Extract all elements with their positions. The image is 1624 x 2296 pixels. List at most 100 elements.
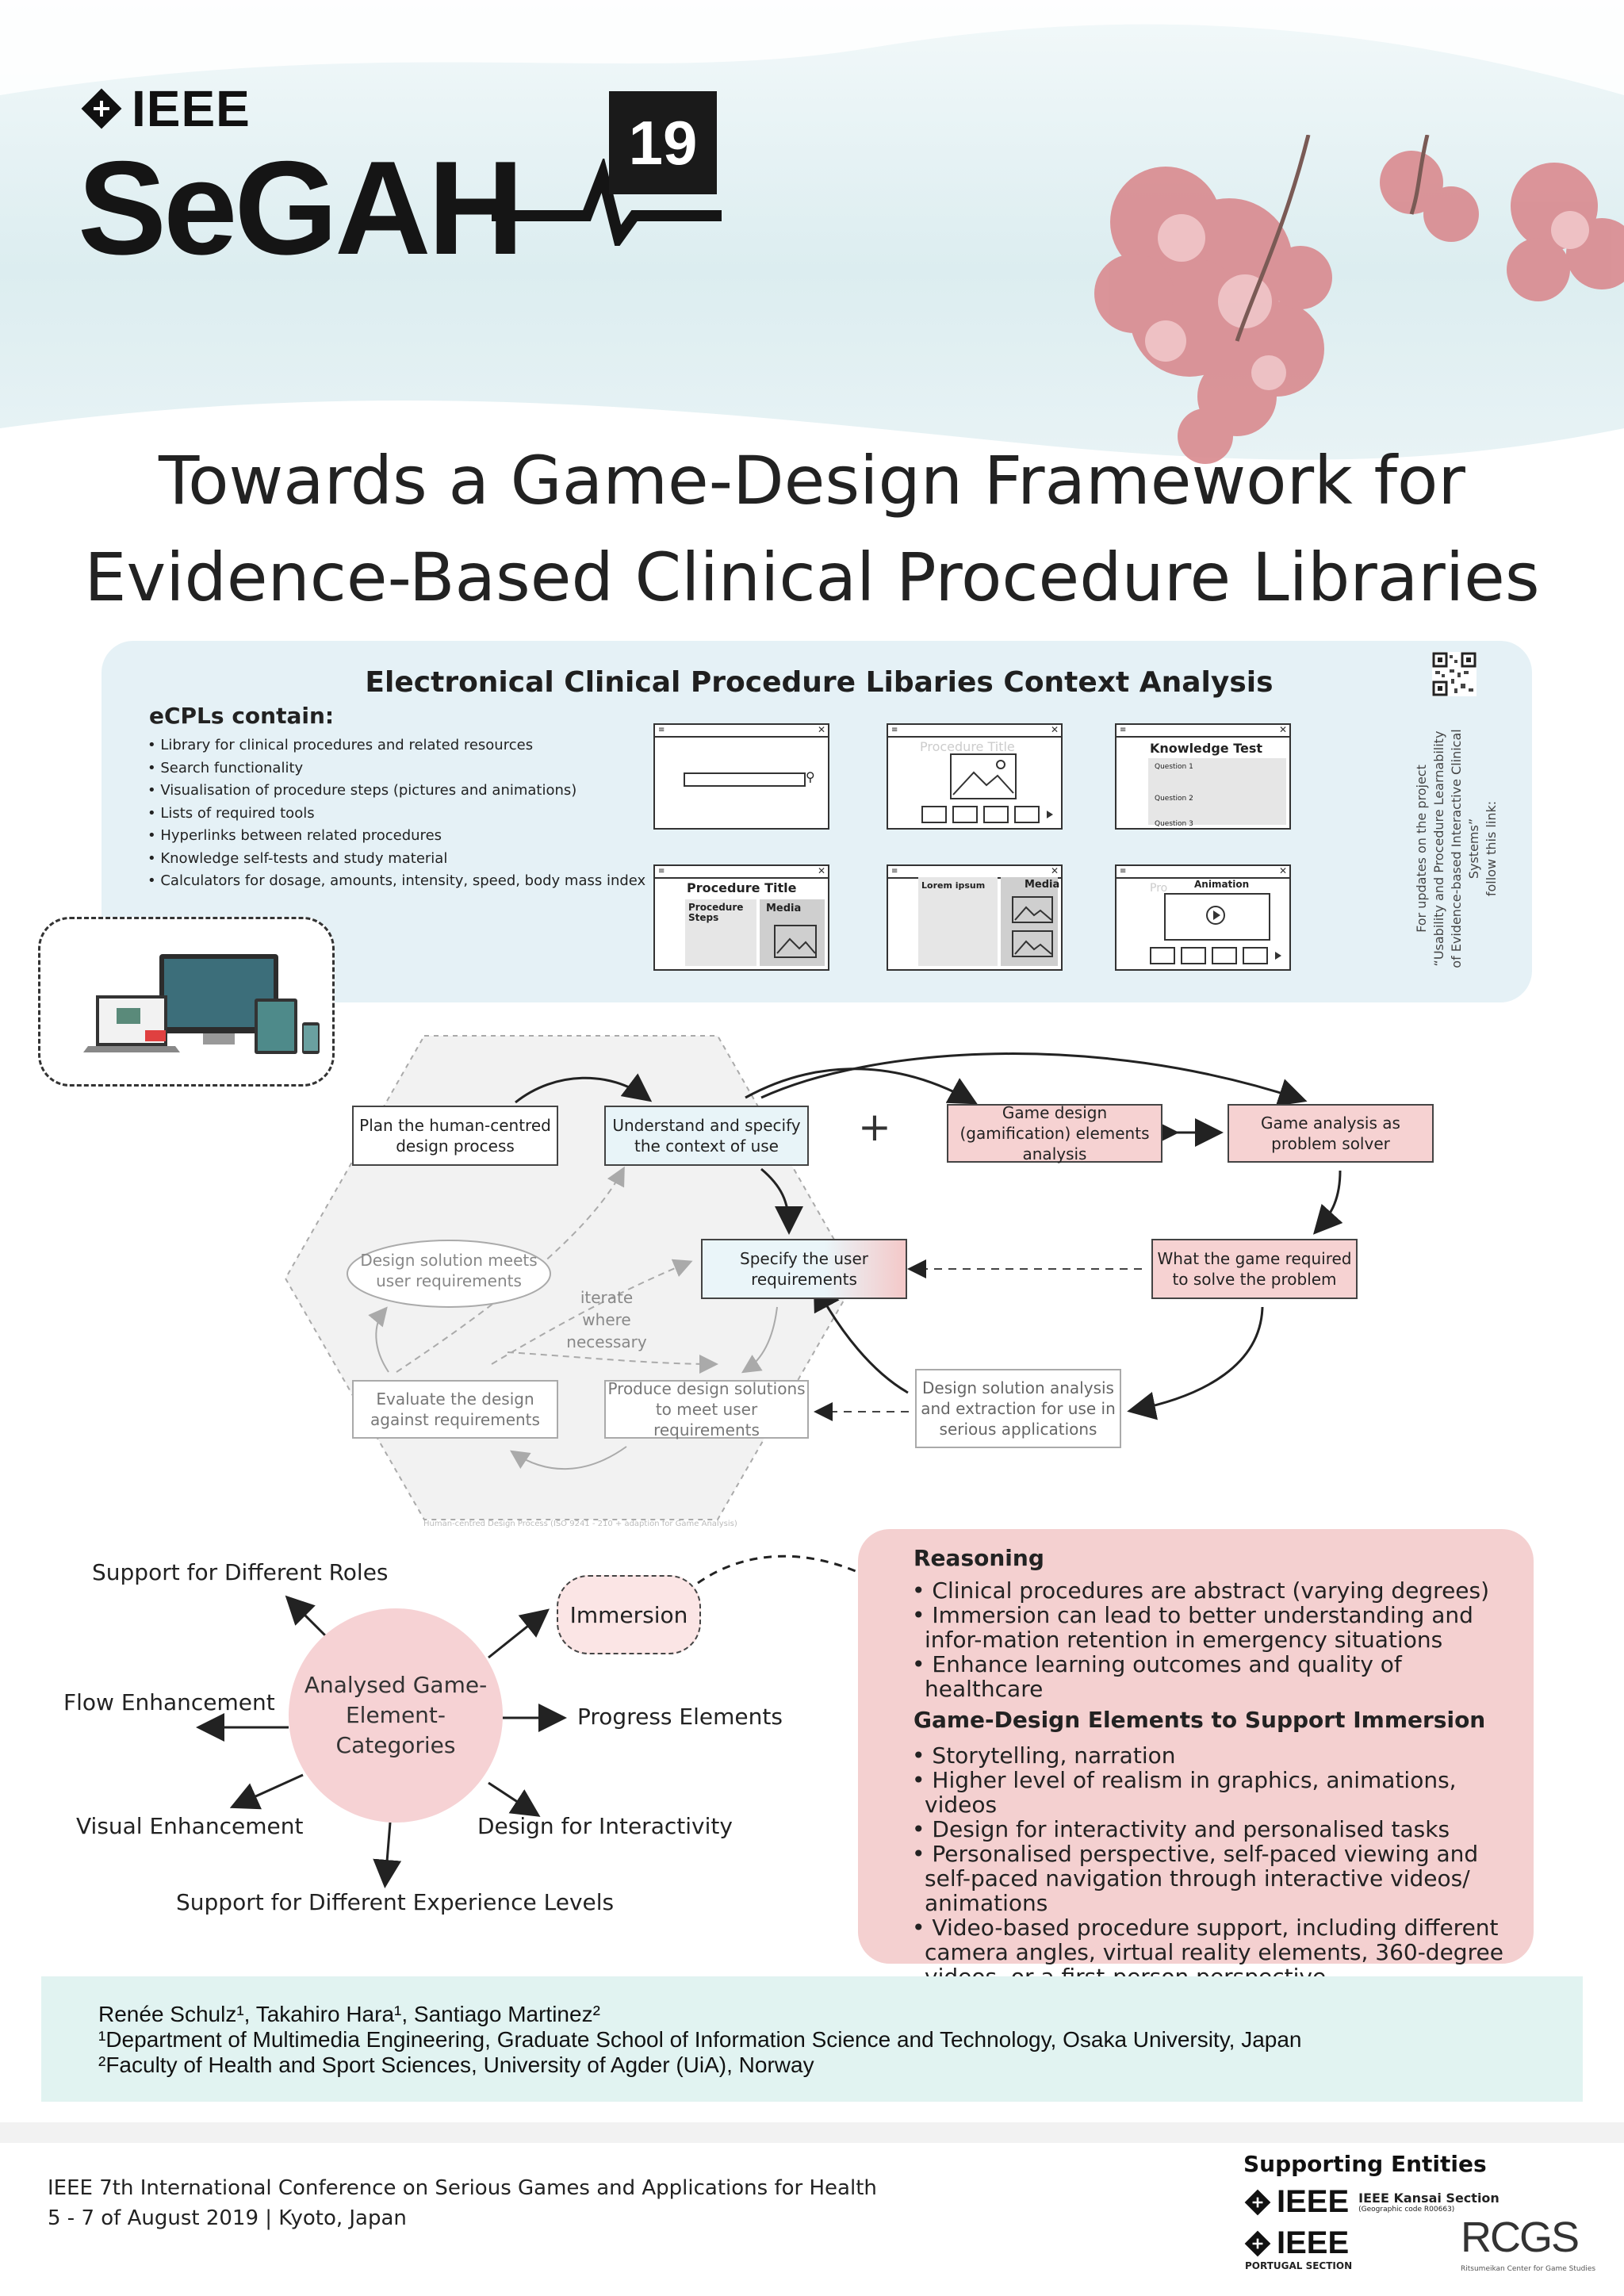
category-progress: Progress Elements bbox=[577, 1704, 783, 1730]
conference-date-place: 5 - 7 of August 2019 | Kyoto, Japan bbox=[48, 2206, 407, 2230]
menu-icon: ≡ bbox=[1120, 867, 1127, 876]
kansai-section-label: IEEE Kansai Section bbox=[1358, 2191, 1500, 2206]
arrow-plan-to-understand bbox=[515, 1073, 653, 1104]
list-item: Visualisation of procedure steps (pictur… bbox=[147, 780, 645, 803]
menu-icon: ≡ bbox=[1120, 726, 1127, 734]
node-specify: Specify the user requirements bbox=[701, 1239, 907, 1299]
list-item: Design for interactivity and personalise… bbox=[912, 1817, 1515, 1842]
node-understand: Understand and specify the context of us… bbox=[604, 1106, 809, 1166]
kansai-code-label: (Geographic code R00663) bbox=[1358, 2206, 1455, 2214]
list-item: Storytelling, narration bbox=[912, 1743, 1515, 1768]
wireframe-lorem-media: ≡ ✕ Lorem ipsum Media bbox=[887, 864, 1063, 971]
affiliation-1: ¹Department of Multimedia Engineering, G… bbox=[98, 2027, 1302, 2052]
hero-banner bbox=[0, 0, 1624, 492]
reasoning-list: Clinical procedures are abstract (varyin… bbox=[912, 1578, 1515, 1701]
procedure-title-label: Procedure Title bbox=[687, 880, 797, 895]
knowledge-test-label: Knowledge Test bbox=[1150, 741, 1263, 756]
iterate-label: iterate where necessary bbox=[566, 1288, 647, 1351]
ieee-kansai-logo: IEEE IEEE Kansai Section (Geographic cod… bbox=[1243, 2184, 1500, 2220]
list-item: Immersion can lead to better understandi… bbox=[912, 1603, 1515, 1652]
close-icon: ✕ bbox=[817, 724, 826, 735]
node-produce: Produce design solutions to meet user re… bbox=[604, 1379, 809, 1439]
node-game-required: What the game required to solve the prob… bbox=[1151, 1239, 1358, 1299]
thumbnail-strip-icon bbox=[1150, 947, 1281, 964]
arrow-to-experience bbox=[373, 1822, 402, 1888]
supporting-entities-heading: Supporting Entities bbox=[1243, 2151, 1487, 2177]
arrow-evaluate-to-meets bbox=[368, 1306, 389, 1373]
question-label: Question 1 bbox=[1155, 763, 1193, 771]
arrow-understand-to-specify bbox=[760, 1167, 803, 1235]
image-placeholder-icon bbox=[774, 925, 817, 958]
animation-label: Animation bbox=[1194, 879, 1250, 890]
lorem-label: Lorem ipsum bbox=[921, 880, 986, 891]
ieee-logo-text: IEEE bbox=[1277, 2225, 1350, 2260]
menu-icon: ≡ bbox=[658, 726, 665, 734]
portugal-section-label: PORTUGAL SECTION bbox=[1245, 2260, 1353, 2271]
procedure-steps-label: Procedure Steps bbox=[688, 902, 744, 923]
qr-code-icon[interactable] bbox=[1432, 652, 1477, 696]
wireframe-procedure-faded: ≡✕ Procedure Title bbox=[887, 723, 1063, 830]
year-badge: 19 bbox=[609, 91, 717, 194]
list-item: Search functionality bbox=[147, 757, 645, 780]
immersion-elements-list: Storytelling, narration Higher level of … bbox=[912, 1743, 1515, 1989]
media-label: Media bbox=[766, 903, 802, 914]
node-plan: Plan the human-centred design process bbox=[352, 1106, 558, 1166]
node-solution-analysis: Design solution analysis and extraction … bbox=[915, 1369, 1121, 1448]
arrow-understand-to-gamedesign bbox=[745, 1068, 978, 1105]
project-update-note: For updates on the project “Usability an… bbox=[1413, 714, 1500, 983]
ecpl-feature-list: Library for clinical procedures and rela… bbox=[147, 734, 645, 893]
image-stack-icon bbox=[1012, 896, 1053, 957]
note-line: follow this link: bbox=[1484, 800, 1499, 897]
arrow-required-to-solution bbox=[1127, 1306, 1264, 1420]
segah-wordmark: SeGAH bbox=[78, 133, 524, 282]
thumbnail-strip-icon bbox=[921, 806, 1053, 823]
conference-name: IEEE 7th International Conference on Ser… bbox=[48, 2176, 877, 2200]
ieee-logo-text: IEEE bbox=[1277, 2184, 1350, 2219]
search-field-sketch bbox=[684, 772, 806, 787]
category-visual: Visual Enhancement bbox=[76, 1813, 304, 1839]
question-label: Question 3 bbox=[1155, 820, 1193, 828]
menu-icon: ≡ bbox=[891, 867, 898, 876]
devices-image bbox=[83, 954, 320, 1054]
ieee-diamond-icon bbox=[1244, 2189, 1271, 2215]
note-line: of Evidence-based Interactive Clinical S… bbox=[1449, 729, 1481, 968]
list-item: Lists of required tools bbox=[147, 803, 645, 826]
list-item: Hyperlinks between related procedures bbox=[147, 825, 645, 848]
node-design-meets: Design solution meets user requirements bbox=[360, 1251, 538, 1290]
reasoning-panel: Reasoning Clinical procedures are abstra… bbox=[858, 1529, 1534, 1989]
hero-wave-background bbox=[0, 0, 1624, 492]
list-item: Calculators for dosage, amounts, intensi… bbox=[147, 870, 645, 893]
category-interactivity: Design for Interactivity bbox=[477, 1813, 733, 1839]
media-label: Media bbox=[1025, 879, 1060, 891]
close-icon: ✕ bbox=[1050, 865, 1059, 876]
ecpl-subheading: eCPLs contain: bbox=[149, 703, 335, 729]
wireframe-search-screen: ≡ ✕ ⚲ bbox=[653, 723, 829, 830]
arrow-to-interactivity bbox=[488, 1781, 541, 1817]
wireframe-procedure-title: ≡ ✕ Procedure Title Procedure Steps Media bbox=[653, 864, 829, 971]
device-mockup-box bbox=[38, 917, 335, 1087]
arrow-analysis-to-required bbox=[1312, 1170, 1343, 1235]
wireframe-animation: ≡✕ Pro Animation bbox=[1115, 864, 1291, 971]
menu-icon: ≡ bbox=[891, 726, 898, 734]
arrow-understand-to-gameanalysis bbox=[760, 1052, 1308, 1106]
arrow-iterate-to-produce bbox=[507, 1351, 718, 1374]
author-names: Renée Schulz¹, Takahiro Hara¹, Santiago … bbox=[98, 2002, 600, 2026]
list-item: Knowledge self-tests and study material bbox=[147, 848, 645, 871]
authors-panel: Renée Schulz¹, Takahiro Hara¹, Santiago … bbox=[41, 1976, 1583, 2102]
affiliation-2: ²Faculty of Health and Sport Sciences, U… bbox=[98, 2053, 814, 2077]
immersion-elements-heading: Game-Design Elements to Support Immersio… bbox=[914, 1707, 1486, 1733]
question-label: Question 2 bbox=[1155, 795, 1193, 803]
ieee-diamond-icon bbox=[1244, 2230, 1271, 2256]
ieee-logo-text: IEEE bbox=[132, 80, 251, 137]
list-item: Clinical procedures are abstract (varyin… bbox=[912, 1578, 1515, 1603]
close-icon: ✕ bbox=[1050, 724, 1059, 735]
close-icon: ✕ bbox=[1278, 865, 1288, 876]
immersion-node: Immersion bbox=[557, 1575, 701, 1654]
categories-center-circle: Analysed Game-Element-Categories bbox=[289, 1608, 503, 1823]
close-icon: ✕ bbox=[817, 865, 826, 876]
search-icon: ⚲ bbox=[806, 769, 815, 784]
node-game-design: Game design (gamification) elements anal… bbox=[947, 1103, 1162, 1163]
note-line: “Usability and Procedure Learnability bbox=[1431, 730, 1446, 967]
ecpl-context-panel: Electronical Clinical Procedure Libaries… bbox=[102, 641, 1532, 1002]
menu-icon: ≡ bbox=[658, 867, 665, 876]
